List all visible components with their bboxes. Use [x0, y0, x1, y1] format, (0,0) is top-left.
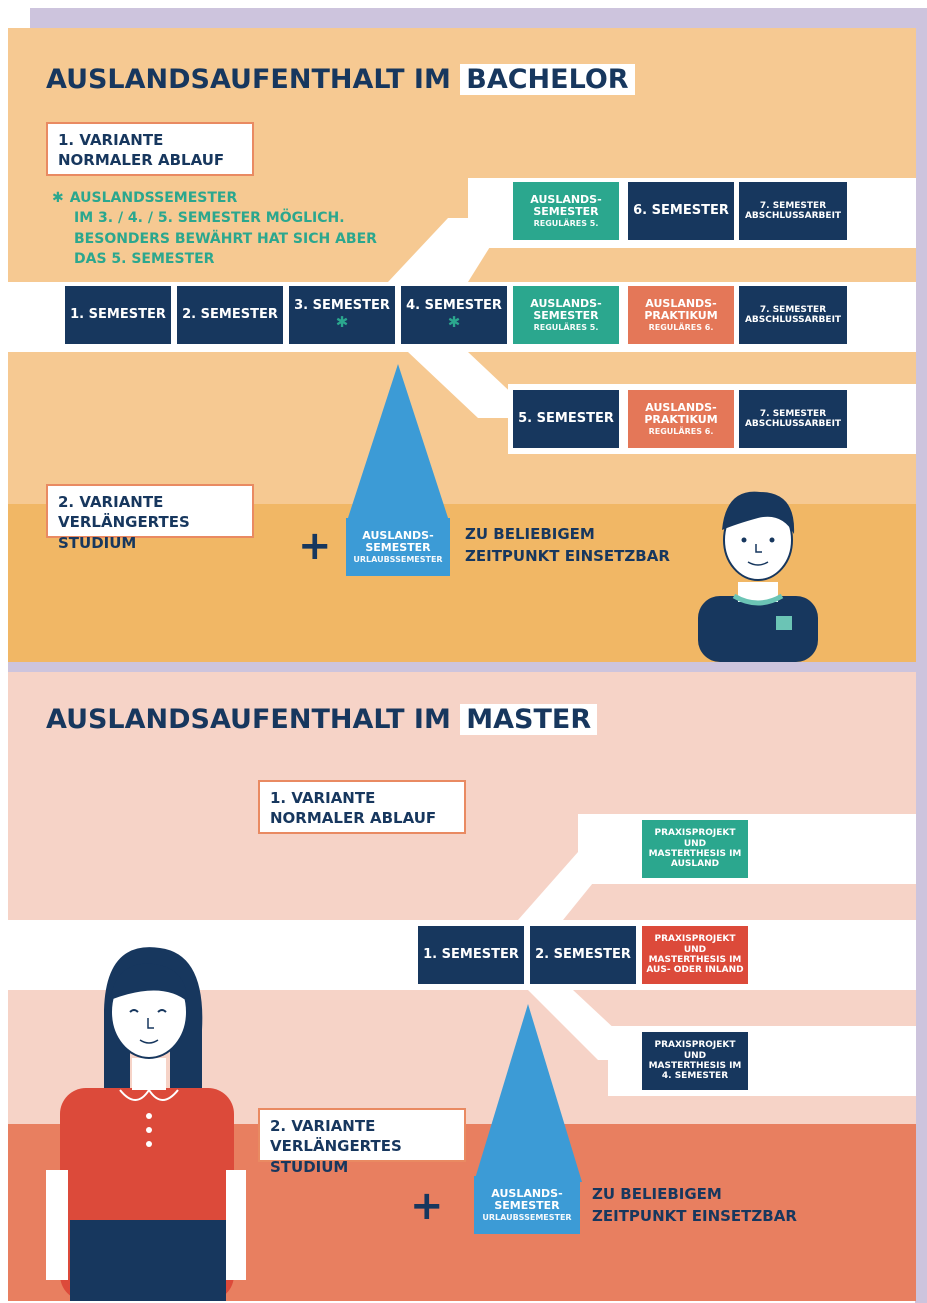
master-auslandssemester-box: AUSLANDS- SEMESTER URLAUBSSEMESTER: [474, 1176, 580, 1234]
bachelor-title: AUSLANDSAUFENTHALT IM BACHELOR: [46, 64, 635, 95]
bachelor-anytime-text: ZU BELIEBIGEM ZEITPUNKT EINSETZBAR: [465, 525, 670, 565]
bachelor-mid-auslandssemester: AUSLANDS- SEMESTER REGULÄRES 5.: [513, 286, 619, 344]
asterisk-icon: ✱: [52, 190, 64, 206]
master-spotlight-triangle: [474, 1004, 582, 1182]
master-variant2-box: 2. VARIANTE VERLÄNGERTES STUDIUM: [258, 1108, 466, 1176]
bachelor-variant2-box: 2. VARIANTE VERLÄNGERTES STUDIUM: [46, 484, 254, 552]
master-branch-lines: [518, 852, 648, 1060]
asterisk-icon: ✱: [335, 312, 349, 331]
bachelor-semester-2: 2. SEMESTER: [177, 286, 283, 344]
bachelor-top-auslandssemester: AUSLANDS- SEMESTER REGULÄRES 5.: [513, 182, 619, 240]
bachelor-panel: AUSLANDSAUFENTHALT IM BACHELOR 1. VARIAN…: [8, 28, 916, 662]
section-divider: [8, 662, 916, 672]
student-girl-avatar: [46, 947, 246, 1301]
bachelor-top-semester-6: 6. SEMESTER: [628, 182, 734, 240]
bachelor-variant1-box: 1. VARIANTE NORMALER ABLAUF: [46, 122, 254, 176]
bachelor-top-semester-7: 7. SEMESTER ABSCHLUSSARBEIT: [739, 182, 847, 240]
bachelor-plus-icon: +: [298, 523, 332, 569]
master-panel: AUSLANDSAUFENTHALT IM MASTER 1. VARIANTE…: [8, 672, 916, 1301]
bachelor-branch-lines: [388, 218, 538, 418]
bachelor-mid-auslandspraktikum: AUSLANDS- PRAKTIKUM REGULÄRES 6.: [628, 286, 734, 344]
master-variant1-box: 1. VARIANTE NORMALER ABLAUF: [258, 780, 466, 834]
master-title-highlight: MASTER: [460, 704, 598, 735]
bachelor-spotlight-triangle: [346, 364, 450, 524]
bachelor-bot-semester-7: 7. SEMESTER ABSCHLUSSARBEIT: [739, 390, 847, 448]
frame-top: [30, 8, 925, 28]
bachelor-bot-semester-5: 5. SEMESTER: [513, 390, 619, 448]
master-top-praxisprojekt: PRAXISPROJEKT UND MASTERTHESIS IM AUSLAN…: [642, 820, 748, 878]
master-anytime-text: ZU BELIEBIGEM ZEITPUNKT EINSETZBAR: [592, 1185, 797, 1225]
bachelor-semester-4: 4. SEMESTER ✱: [401, 286, 507, 344]
bachelor-note: ✱AUSLANDSSEMESTER IM 3. / 4. / 5. SEMEST…: [52, 190, 377, 267]
bachelor-bot-auslandspraktikum: AUSLANDS- PRAKTIKUM REGULÄRES 6.: [628, 390, 734, 448]
master-title: AUSLANDSAUFENTHALT IM MASTER: [46, 704, 598, 735]
frame-right: [915, 8, 927, 1303]
bachelor-semester-3: 3. SEMESTER ✱: [289, 286, 395, 344]
bachelor-auslandssemester-box: AUSLANDS- SEMESTER URLAUBSSEMESTER: [346, 518, 450, 576]
asterisk-icon: ✱: [447, 312, 461, 331]
master-plus-icon: +: [410, 1183, 444, 1229]
master-bot-praxisprojekt: PRAXISPROJEKT UND MASTERTHESIS IM 4. SEM…: [642, 1032, 748, 1090]
bachelor-title-highlight: BACHELOR: [460, 64, 635, 95]
bachelor-semester-1: 1. SEMESTER: [65, 286, 171, 344]
bachelor-mid-semester-7: 7. SEMESTER ABSCHLUSSARBEIT: [739, 286, 847, 344]
master-mid-praxisprojekt: PRAXISPROJEKT UND MASTERTHESIS IM AUS- O…: [642, 926, 748, 984]
master-semester-2: 2. SEMESTER: [530, 926, 636, 984]
master-semester-1: 1. SEMESTER: [418, 926, 524, 984]
student-boy-avatar: [698, 491, 818, 662]
